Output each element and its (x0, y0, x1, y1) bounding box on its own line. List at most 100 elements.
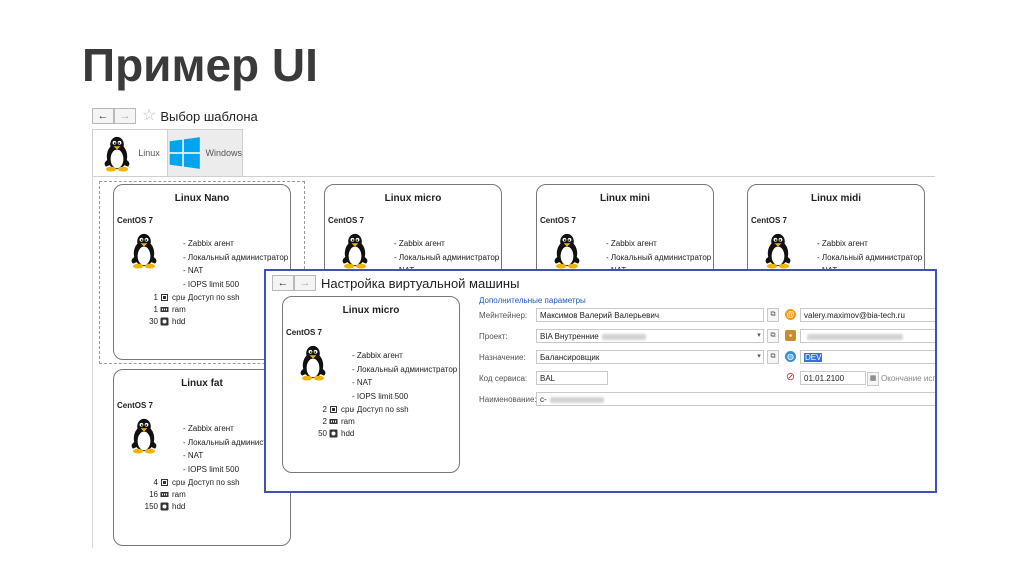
card-os: CentOS 7 (751, 216, 788, 225)
spec-list: 2 cpu 2 ram 50 hdd (283, 403, 363, 439)
vm-settings-dialog: ← → Настройка виртуальной машины Linux m… (264, 269, 937, 493)
tab-windows[interactable]: Windows (168, 129, 243, 177)
feature-item: - Zabbix агент (817, 239, 868, 248)
linux-penguin-icon (127, 231, 161, 269)
feature-item: - Локальный администратор (183, 252, 289, 262)
panel-border (92, 176, 93, 548)
feature-list: - Zabbix агент - Локальный администратор… (352, 349, 457, 417)
briefcase-icon: ▪ (785, 330, 796, 341)
card-os: CentOS 7 (540, 216, 577, 225)
ram-label: ram (341, 416, 355, 426)
ram-count: 16 (149, 489, 158, 499)
card-title: Linux mini (600, 193, 650, 204)
email-field[interactable]: valery.maximov@bia-tech.ru (800, 308, 935, 322)
maintainer-field[interactable]: Максимов Валерий Валерьевич (536, 308, 764, 322)
open-link-icon[interactable]: ⧉ (767, 350, 779, 364)
project-select[interactable]: BIA Внутренние (536, 329, 764, 343)
calendar-icon[interactable]: ▦ (867, 372, 879, 386)
redacted-text (549, 396, 604, 403)
feature-item: - NAT (183, 266, 204, 275)
ram-icon (160, 306, 169, 312)
cpu-count: 4 (153, 477, 158, 487)
tab-linux-label: Linux (138, 148, 160, 158)
linux-penguin-icon (550, 231, 584, 269)
back-arrow-icon[interactable]: ← (272, 275, 294, 291)
hdd-label: hdd (172, 501, 186, 511)
feature-item: - Zabbix агент (394, 239, 445, 248)
dialog-title: Настройка виртуальной машины (321, 275, 520, 291)
forward-arrow-icon[interactable]: → (294, 275, 316, 291)
ram-count: 2 (322, 416, 327, 426)
project-value: BIA Внутренние (540, 332, 599, 341)
feature-list: - Zabbix агент - Локальный администратор… (183, 237, 288, 305)
star-icon[interactable]: ☆ (142, 107, 157, 124)
feature-item: - Доступ по ssh (183, 478, 240, 487)
cpu-icon (330, 405, 337, 413)
ram-count: 1 (153, 304, 158, 314)
chevron-down-icon[interactable]: ▾ (757, 332, 761, 339)
email-icon: @ (785, 309, 796, 320)
linux-penguin-icon (100, 134, 134, 172)
service-code-label: Код сервиса: (479, 374, 528, 383)
cpu-count: 1 (153, 292, 158, 302)
environment-value: DEV (804, 353, 823, 362)
globe-icon: ◍ (785, 351, 796, 362)
advanced-params-link[interactable]: Дополнительные параметры (479, 296, 586, 305)
cpu-icon (161, 293, 168, 301)
cpu-label: cpu (341, 404, 354, 414)
expiry-date-field[interactable]: 01.01.2100 (800, 371, 866, 385)
purpose-select[interactable]: Балансировщик (536, 350, 764, 364)
selected-template-card: Linux micro CentOS 7 - Zabbix агент - Ло… (282, 296, 460, 473)
hdd-label: hdd (341, 428, 355, 438)
card-os: CentOS 7 (286, 328, 323, 337)
project-owner-field[interactable] (800, 329, 935, 343)
back-arrow-icon[interactable]: ← (92, 108, 114, 124)
os-tabs: Linux Windows (92, 129, 243, 177)
template-card-linux-nano[interactable]: Linux Nano CentOS 7 - Zabbix агент - Лок… (113, 184, 291, 360)
no-expiry-icon[interactable]: ⊘ (785, 371, 796, 383)
ram-icon (329, 418, 338, 424)
feature-item: - NAT (352, 378, 373, 387)
spec-list: 4 cpu 16 ram 150 hdd (114, 476, 194, 512)
cpu-count: 2 (322, 404, 327, 414)
card-os: CentOS 7 (117, 216, 154, 225)
ram-label: ram (172, 489, 186, 499)
dialog-toolbar: ← → Настройка виртуальной машины (272, 275, 519, 291)
hdd-icon (160, 502, 169, 510)
open-link-icon[interactable]: ⧉ (767, 308, 779, 322)
maintainer-label: Мейнтейнер: (479, 311, 528, 320)
chevron-down-icon[interactable]: ▾ (757, 353, 761, 360)
project-label: Проект: (479, 332, 508, 341)
cpu-label: cpu (172, 477, 185, 487)
name-field[interactable]: c- (536, 392, 935, 406)
hdd-size: 50 (318, 428, 327, 438)
hdd-size: 30 (149, 316, 158, 326)
window-toolbar: ← → ☆ Выбор шаблона (92, 106, 258, 126)
card-title: Linux micro (384, 193, 442, 204)
feature-item: - Zabbix агент (183, 239, 234, 248)
slide-title: Пример UI (82, 39, 318, 91)
redacted-text (601, 333, 646, 340)
tab-linux[interactable]: Linux (92, 129, 168, 177)
hdd-size: 150 (144, 501, 158, 511)
purpose-label: Назначение: (479, 353, 526, 362)
windows-logo-icon (169, 137, 200, 169)
hdd-label: hdd (172, 316, 186, 326)
open-link-icon[interactable]: ⧉ (767, 329, 779, 343)
environment-field[interactable]: DEV (800, 350, 935, 364)
card-title: Linux midi (811, 193, 861, 204)
name-label: Наименование: (479, 395, 537, 404)
linux-penguin-icon (127, 416, 161, 454)
feature-item: - Локальный администратор (183, 437, 289, 447)
card-os: CentOS 7 (117, 401, 154, 410)
service-code-field[interactable]: BAL (536, 371, 608, 385)
forward-arrow-icon[interactable]: → (114, 108, 136, 124)
end-usage-label: Окончание исп (881, 374, 937, 383)
linux-penguin-icon (761, 231, 795, 269)
cpu-icon (161, 478, 168, 486)
ram-label: ram (172, 304, 186, 314)
feature-item: - Локальный администратор (394, 252, 500, 262)
redacted-text (807, 333, 903, 340)
card-title: Linux fat (181, 378, 223, 389)
